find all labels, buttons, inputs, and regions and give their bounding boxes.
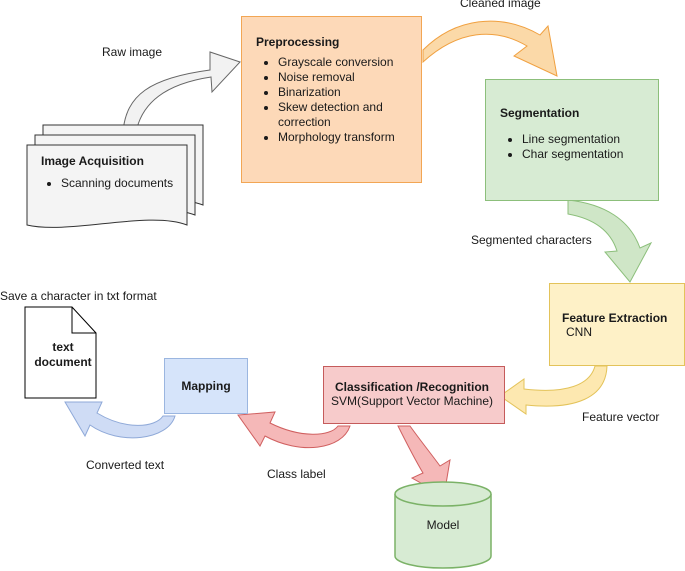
- preprocessing-item: Binarization: [278, 85, 411, 100]
- segmentation-node: Segmentation Line segmentation Char segm…: [485, 79, 659, 201]
- text-document-node: text document: [28, 340, 98, 370]
- segmentation-title: Segmentation: [500, 106, 580, 120]
- preprocessing-title: Preprocessing: [256, 35, 340, 49]
- cleaned-image-label: Cleaned image: [460, 0, 541, 10]
- raw-image-arrow: [122, 51, 241, 133]
- classification-node: Classification /Recognition SVM(Support …: [323, 366, 505, 424]
- text-document-line2: document: [34, 355, 92, 369]
- class-label-label: Class label: [267, 467, 326, 481]
- cleaned-image-arrow: [422, 20, 558, 77]
- preprocessing-list: Grayscale conversion Noise removal Binar…: [256, 55, 411, 145]
- feature-extraction-node: Feature Extraction CNN: [549, 283, 685, 366]
- raw-image-label: Raw image: [102, 45, 163, 59]
- segmentation-item: Char segmentation: [522, 147, 648, 162]
- feature-vector-arrow: [499, 365, 608, 415]
- image-acquisition-shape: [26, 124, 204, 228]
- mapping-title: Mapping: [181, 379, 231, 393]
- segmented-characters-arrow: [567, 199, 653, 283]
- preprocessing-item: Skew detection and correction: [278, 100, 411, 130]
- mapping-node: Mapping: [164, 358, 248, 414]
- converted-text-label: Converted text: [86, 458, 165, 472]
- segmented-characters-label: Segmented characters: [471, 233, 592, 247]
- classification-subtitle: SVM(Support Vector Machine): [330, 394, 494, 408]
- feature-extraction-subtitle: CNN: [566, 325, 592, 339]
- segmentation-item: Line segmentation: [522, 132, 648, 147]
- model-arrow: [397, 425, 451, 497]
- preprocessing-item: Grayscale conversion: [278, 55, 411, 70]
- save-character-label: Save a character in txt format: [0, 289, 157, 303]
- model-label: Model: [426, 518, 460, 532]
- classification-title: Classification /Recognition: [334, 380, 490, 394]
- converted-text-arrow: [64, 401, 176, 439]
- preprocessing-item: Noise removal: [278, 70, 411, 85]
- feature-extraction-title: Feature Extraction: [562, 311, 668, 325]
- segmentation-list: Line segmentation Char segmentation: [500, 132, 648, 162]
- feature-vector-label: Feature vector: [582, 410, 660, 424]
- preprocessing-item: Morphology transform: [278, 130, 411, 145]
- image-acquisition-title: Image Acquisition: [41, 154, 144, 168]
- image-acquisition-node: Image Acquisition Scanning documents: [41, 154, 181, 191]
- image-acquisition-list: Scanning documents: [41, 176, 181, 191]
- text-document-line1: text: [52, 340, 74, 354]
- class-label-arrow: [237, 411, 351, 449]
- model-cylinder: [394, 481, 492, 569]
- preprocessing-node: Preprocessing Grayscale conversion Noise…: [241, 16, 422, 183]
- image-acquisition-item: Scanning documents: [61, 176, 181, 191]
- text-document-shape: [24, 306, 97, 399]
